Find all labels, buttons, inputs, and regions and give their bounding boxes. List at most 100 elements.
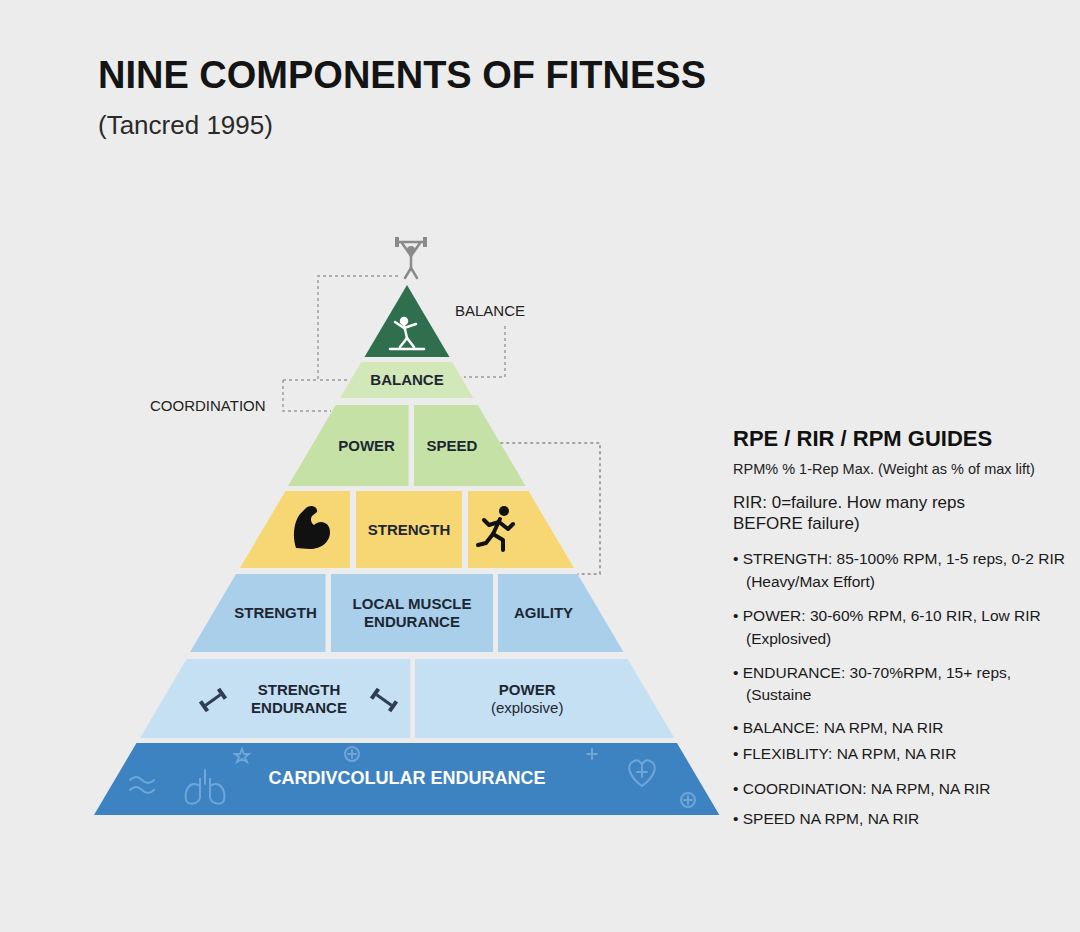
band-label: BALANCE xyxy=(370,371,443,389)
leg xyxy=(411,268,417,278)
plate xyxy=(199,700,209,712)
band-fill xyxy=(414,405,526,486)
wave-icon xyxy=(130,787,154,793)
pyramid-band: SPEED xyxy=(414,405,526,486)
band-text-box: STRENGTH xyxy=(231,577,320,649)
band-text-box: POWER xyxy=(330,408,403,483)
band-label: STRENGTH xyxy=(234,604,317,622)
arm xyxy=(402,243,411,256)
leg xyxy=(478,534,493,545)
band-fill xyxy=(415,659,674,738)
leader-line xyxy=(283,380,331,411)
heart-icon xyxy=(637,767,647,777)
bar xyxy=(398,241,424,244)
icon-cell xyxy=(240,491,350,568)
band-text-box: CARDIVCOLULAR ENDURANCE xyxy=(132,746,682,812)
arm xyxy=(404,324,416,328)
band-label: LOCAL MUSCLE ENDURANCE xyxy=(337,595,487,631)
icon-cell xyxy=(468,491,574,568)
leader-lines xyxy=(283,276,505,411)
label-holder: (Tancred 1995) xyxy=(98,110,273,141)
band-text-box: SPEED xyxy=(420,408,484,483)
diagram-title: NINE COMPONENTS OF FITNESS xyxy=(98,54,706,97)
band-text-box: AGILITY xyxy=(504,577,583,649)
band-text-box: BALANCE xyxy=(362,365,451,395)
band-fill xyxy=(331,574,493,652)
leader-line xyxy=(283,379,318,380)
body xyxy=(493,519,500,534)
band-fill xyxy=(356,491,462,568)
label-holder: BALANCE xyxy=(455,302,525,319)
plate xyxy=(388,700,398,712)
pyramid-band: CARDIVCOLULAR ENDURANCE xyxy=(94,743,719,815)
arm xyxy=(411,243,420,256)
plate xyxy=(217,688,227,700)
dumbbell-icon xyxy=(370,688,398,713)
band-text-box: STRENGTH ENDURANCE xyxy=(236,662,362,735)
pyramid-band: LOCAL MUSCLE ENDURANCE xyxy=(331,574,493,652)
band-text-box: LOCAL MUSCLE ENDURANCE xyxy=(337,577,487,649)
guide-heading: RPE / RIR / RPM GUIDES xyxy=(733,425,1074,453)
head xyxy=(499,506,509,516)
band-label: AGILITY xyxy=(514,604,573,622)
arm xyxy=(395,322,404,328)
runner-icon xyxy=(478,506,513,550)
band-label: POWER xyxy=(499,681,556,699)
cross-icon xyxy=(348,750,356,758)
band-label: POWER xyxy=(338,437,395,455)
head xyxy=(401,318,407,324)
band-fill xyxy=(140,659,410,738)
arm xyxy=(499,522,513,529)
body xyxy=(410,254,413,268)
board xyxy=(390,348,424,351)
bar xyxy=(206,695,221,705)
arm xyxy=(484,520,499,525)
pyramid-band: STRENGTH xyxy=(190,574,326,652)
band-label: (explosive) xyxy=(491,699,564,717)
star-icon xyxy=(235,749,249,762)
guide-panel: RPE / RIR / RPM GUIDES RPM% % 1-Rep Max. … xyxy=(733,425,1074,831)
guide-note: RPM% % 1-Rep Max. (Weight as % of max li… xyxy=(733,460,1074,478)
band-fill xyxy=(94,743,719,815)
band-text-box: STRENGTH xyxy=(362,494,456,565)
bar xyxy=(377,695,392,705)
guide-item: • FLEXIBLITY: NA RPM, NA RIR xyxy=(733,743,1074,765)
callout-label: COORDINATION xyxy=(150,397,266,414)
wave-icon xyxy=(130,777,154,783)
lifter-icon xyxy=(395,237,427,278)
guide-item: • BALANCE: NA RPM, NA RIR xyxy=(733,717,1074,739)
guide-item: • ENDURANCE: 30-70%RPM, 15+ reps, (Susta… xyxy=(733,662,1074,707)
dotted-connector xyxy=(500,443,600,574)
guide-item: • COORDINATION: NA RPM, NA RIR xyxy=(733,778,1074,800)
leg xyxy=(405,268,411,278)
apex-triangle xyxy=(365,285,450,357)
cross-icon xyxy=(587,749,597,759)
health-icons xyxy=(130,747,695,807)
guide-item: • STRENGTH: 85-100% RPM, 1-5 reps, 0-2 R… xyxy=(733,548,1074,593)
pyramid-band: STRENGTH xyxy=(356,491,462,568)
pyramid-band: AGILITY xyxy=(498,574,624,652)
band-label: CARDIVCOLULAR ENDURANCE xyxy=(268,768,545,790)
balance-figure xyxy=(390,318,424,349)
plate xyxy=(395,237,399,247)
dumbbell-icon xyxy=(199,688,227,713)
cross-icon xyxy=(684,796,692,804)
label-holder: COORDINATION xyxy=(150,397,266,414)
leg xyxy=(407,338,414,347)
cross-icon xyxy=(681,793,695,807)
pyramid-band: POWER(explosive) xyxy=(415,659,674,738)
pyramid-band: STRENGTH ENDURANCE xyxy=(140,659,410,738)
heart-icon xyxy=(629,760,654,786)
body xyxy=(404,325,407,338)
band-label: SPEED xyxy=(426,437,477,455)
band-fill xyxy=(190,574,326,652)
band-fill xyxy=(288,405,409,486)
band-fill xyxy=(340,362,473,398)
muscle-icon xyxy=(294,506,330,549)
plate xyxy=(370,688,380,700)
leg xyxy=(400,338,407,347)
leg xyxy=(493,534,503,550)
band-fill xyxy=(498,574,624,652)
pyramid-band: POWER xyxy=(288,405,409,486)
